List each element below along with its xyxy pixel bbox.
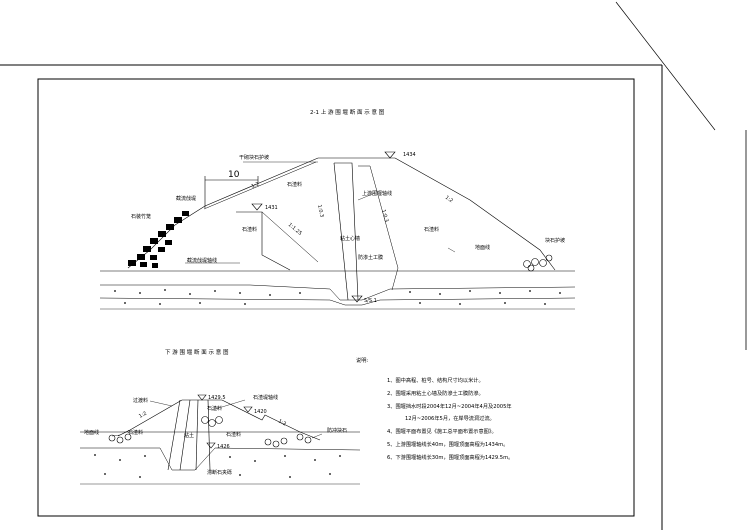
label-cutoff: 防渗土工膜 [358, 254, 383, 261]
label-slope-right-a: 1:0.3 [380, 209, 389, 223]
label-bamboo: 石装竹笼 [131, 213, 151, 220]
downstream-stones [108, 416, 312, 448]
ds-label-core: 粘土 [184, 432, 194, 439]
label-slope-03: 1:0.3 [316, 204, 325, 218]
label-rock-left: 石渣料 [242, 226, 257, 233]
label-ground: 地面线 [475, 244, 490, 251]
label-slope-125: 1:1.25 [287, 222, 303, 237]
note-item: 5、上游围堰轴线长40m，围堰顶面高程为1434m。 [387, 440, 508, 448]
ds-label-elev-420: 1420 [254, 409, 267, 415]
note-item: 6、下游围堰轴线长30m，围堰顶面高程为1429.5m。 [387, 453, 513, 461]
label-elev-1431: 1431 [265, 205, 278, 211]
upstream-protect-stones [523, 254, 553, 272]
note-item: 12月~2006年5月，在岸导流洞过流。 [405, 414, 495, 422]
label-riprap-left: 截流戗堤 [176, 195, 196, 202]
label-riprap-axis: 截流戗堤轴线 [187, 257, 217, 264]
riverbed-gravel [114, 289, 561, 305]
label-elev-top: 1434 [403, 152, 416, 158]
ds-label-filter: 过渡料 [133, 397, 148, 404]
ds-label-protect: 防冲块石 [327, 427, 347, 434]
ds-label-elev-top: 1429.5 [208, 395, 226, 401]
label-width-10: 10 [228, 170, 240, 180]
downstream-gravel [94, 454, 341, 478]
downstream-section [80, 394, 361, 485]
label-dry-stone: 干砌块石护坡 [239, 154, 269, 161]
ds-label-slope-left: 1:2 [138, 411, 148, 420]
label-core: 粘土心墙 [340, 235, 360, 242]
ds-label-rock-mid: 石渣料 [226, 431, 241, 438]
label-protect-right: 块石护坡 [545, 237, 565, 244]
ds-label-rock-top: 石渣料 [207, 405, 222, 412]
label-slope-top: 1:2 [251, 181, 261, 190]
label-rock-right: 石渣料 [424, 226, 439, 233]
upstream-labels: 2-1 上 游 围 堰 断 面 示 意 图 干砌块石护坡 1434 10 1:2… [131, 108, 565, 304]
notes-heading: 说明: [356, 356, 368, 364]
ds-label-slope-right: 1:2 [277, 418, 287, 427]
ds-label-elev-low: 1426 [217, 444, 230, 450]
ds-label-axis-line: 石渣堤轴线 [253, 394, 278, 401]
upstream-riprap-blocks [128, 211, 189, 268]
ds-label-rock-left: 石渣料 [128, 429, 143, 436]
downstream-labels: 下 游 围 堰 断 面 示 意 图 过渡料 1429.5 石渣堤轴线 地面线 石… [84, 348, 347, 476]
label-axis-line: 上游围堰轴线 [362, 190, 392, 197]
note-item: 1、图中高程、桩号、结构尺寸均以米计。 [387, 376, 484, 384]
note-item: 3、围堰挡水时段2004年12月~2004年4月及2005年 [387, 402, 512, 410]
notes: 说明: 1、图中高程、桩号、结构尺寸均以米计。 2、围堰采用粘土心墙及防渗土工膜… [356, 356, 513, 461]
ds-label-ground: 地面线 [84, 429, 99, 436]
note-item: 2、围堰采用粘土心墙及防渗土工膜防渗。 [387, 389, 484, 397]
upstream-title: 2-1 上 游 围 堰 断 面 示 意 图 [310, 108, 385, 116]
ds-label-toe: 滞断石夹砾 [207, 469, 232, 476]
label-rock-mid: 石渣料 [287, 181, 302, 188]
note-item: 4、围堰平面布置见《施工总平面布置示意图》。 [387, 427, 497, 435]
label-slope-right-b: 1:2 [444, 195, 454, 205]
downstream-title: 下 游 围 堰 断 面 示 意 图 [165, 348, 229, 356]
label-elev-base: S/S.1 [364, 298, 377, 304]
upstream-section [99, 151, 576, 310]
